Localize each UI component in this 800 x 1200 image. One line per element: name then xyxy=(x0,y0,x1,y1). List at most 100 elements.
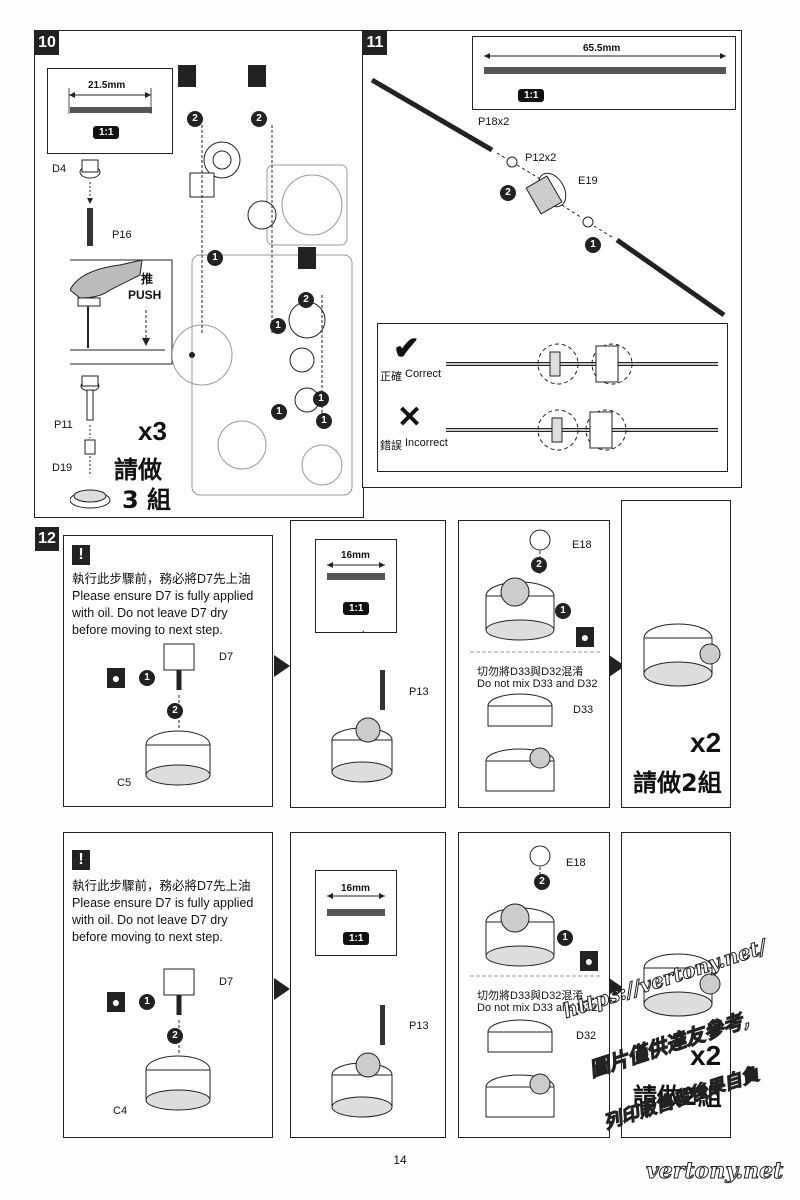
row2-repeat-count: x2 xyxy=(690,1040,722,1071)
step-10-number: 10 xyxy=(35,31,59,55)
step-11-check-box xyxy=(377,323,728,472)
row2-warning-cn: 執行此步驟前，務必將D7先上油 xyxy=(72,879,251,893)
step-10-gearbox-illustration xyxy=(172,65,353,496)
row2-repeat-cn: 請做2組 xyxy=(633,1083,722,1111)
callout-2: 2 xyxy=(187,111,203,127)
callout-1: 1 xyxy=(271,404,287,420)
callout-1: 1 xyxy=(139,670,155,686)
part-label-e18: E18 xyxy=(572,539,592,551)
rod-16-icon xyxy=(70,107,152,113)
row2-mix-cn: 切勿將D33與D32混淆 xyxy=(477,990,584,1002)
step-10-repeat-count: x3 xyxy=(138,416,167,446)
part-label-d19: D19 xyxy=(52,462,73,474)
part-label-p11: P11 xyxy=(54,419,73,431)
row1-warning-en-3: before moving to next step. xyxy=(72,623,223,637)
callout-1: 1 xyxy=(316,413,332,429)
check-icon: ✔ xyxy=(393,330,420,366)
callout-1: 1 xyxy=(555,603,571,619)
part-label-e19: E19 xyxy=(578,175,598,187)
part-label-d7: D7 xyxy=(219,651,234,663)
row1-warning-en-1: Please ensure D7 is fully applied xyxy=(72,589,254,603)
measure-arrow-icon xyxy=(484,53,726,59)
step-10-repeat-cn-1: 請做 xyxy=(114,456,162,484)
part-label-c5: C5 xyxy=(117,777,132,789)
callout-2: 2 xyxy=(534,874,550,890)
warning-icon: ! xyxy=(72,545,90,565)
row1-cover-illustration xyxy=(470,529,600,792)
row2-result-illustration xyxy=(643,953,721,1017)
oil-drop-icon: ● xyxy=(580,951,598,971)
callout-1: 1 xyxy=(557,930,573,946)
step-10-repeat-cn-2: 3 組 xyxy=(122,486,172,514)
row2-warning-en-2: with oil. Do not leave D7 dry xyxy=(72,913,228,927)
part-label-d7: D7 xyxy=(219,976,234,988)
step-10-left-parts-illustration xyxy=(70,159,173,509)
correct-label-en: Correct xyxy=(405,368,442,380)
callout-2: 2 xyxy=(531,557,547,573)
callout-2: 2 xyxy=(500,185,516,201)
step-12-number: 12 xyxy=(35,527,59,551)
row1-measure-box xyxy=(315,539,397,633)
callout-2: 2 xyxy=(298,292,314,308)
row2-warning-en-3: before moving to next step. xyxy=(72,930,223,944)
step-11-axle-illustration xyxy=(370,77,726,318)
part-label-p16: P16 xyxy=(112,229,132,241)
row1-repeat-cn: 請做2組 xyxy=(633,769,722,797)
oil-drop-icon: ● xyxy=(576,627,594,647)
part-label-d33: D33 xyxy=(573,704,594,716)
correct-label-cn: 正確 xyxy=(380,371,402,383)
axle-alignment-illustration xyxy=(446,343,718,451)
row1-result-illustration xyxy=(643,623,721,687)
measure-arrow-icon xyxy=(327,562,385,633)
callout-1: 1 xyxy=(139,994,155,1010)
push-label-cn: 推 xyxy=(141,272,154,286)
row2-scale: 1:1 xyxy=(343,932,370,945)
next-step-arrow-icon xyxy=(274,655,290,677)
row1-pin-insert-illustration xyxy=(331,670,393,783)
step-10-scale: 1:1 xyxy=(93,126,120,139)
warning-icon: ! xyxy=(72,850,90,870)
next-step-arrow-icon xyxy=(274,978,290,1000)
measure-arrow-icon xyxy=(327,893,385,899)
page-number: 14 xyxy=(393,1153,407,1167)
step-11-scale: 1:1 xyxy=(518,89,545,102)
part-label-e18: E18 xyxy=(566,857,586,869)
callout-2: 2 xyxy=(251,111,267,127)
rod-p13-icon xyxy=(327,909,385,916)
part-label-p13: P13 xyxy=(409,686,429,698)
callout-1: 1 xyxy=(585,237,601,253)
part-label-d32: D32 xyxy=(576,1030,597,1042)
push-label-en: PUSH xyxy=(128,288,162,302)
callout-1: 1 xyxy=(270,318,286,334)
row1-gear-base-illustration xyxy=(145,643,211,786)
oil-drop-icon: ● xyxy=(107,992,125,1012)
callout-1: 1 xyxy=(207,250,223,266)
step-11-number: 11 xyxy=(363,31,387,55)
row1-mix-en: Do not mix D33 and D32 xyxy=(477,678,598,690)
part-label-p18: P18x2 xyxy=(478,116,510,128)
row2-warning-en-1: Please ensure D7 is fully applied xyxy=(72,896,254,910)
incorrect-label-en: Incorrect xyxy=(405,437,448,449)
row1-warning-en-2: with oil. Do not leave D7 dry xyxy=(72,606,228,620)
cross-icon: ✕ xyxy=(397,401,423,434)
callout-1: 1 xyxy=(313,391,329,407)
row2-measure: 16mm xyxy=(341,883,370,894)
watermark-site: vertony.net xyxy=(645,1158,784,1185)
rod-p18-icon xyxy=(484,67,726,74)
row2-cover-illustration xyxy=(470,845,600,1118)
step-11-measure: 65.5mm xyxy=(583,43,621,54)
incorrect-label-cn: 錯誤 xyxy=(380,440,402,452)
row1-scale: 1:1 xyxy=(343,602,370,615)
part-label-p13: P13 xyxy=(409,1020,429,1032)
part-label-c4: C4 xyxy=(113,1105,128,1117)
row1-measure: 16mm xyxy=(341,550,370,561)
row2-pin-insert-illustration xyxy=(331,1005,393,1118)
part-label-p12: P12x2 xyxy=(525,152,557,164)
rod-p13-icon xyxy=(327,573,385,580)
row1-warning-cn: 執行此步驟前，務必將D7先上油 xyxy=(72,572,251,586)
oil-icon xyxy=(178,65,196,87)
row1-repeat-count: x2 xyxy=(690,727,722,758)
row1-mix-cn: 切勿將D33與D32混淆 xyxy=(477,666,584,678)
row2-mix-en: Do not mix D33 and D32 xyxy=(477,1002,598,1014)
oil-drop-icon: ● xyxy=(107,668,125,688)
